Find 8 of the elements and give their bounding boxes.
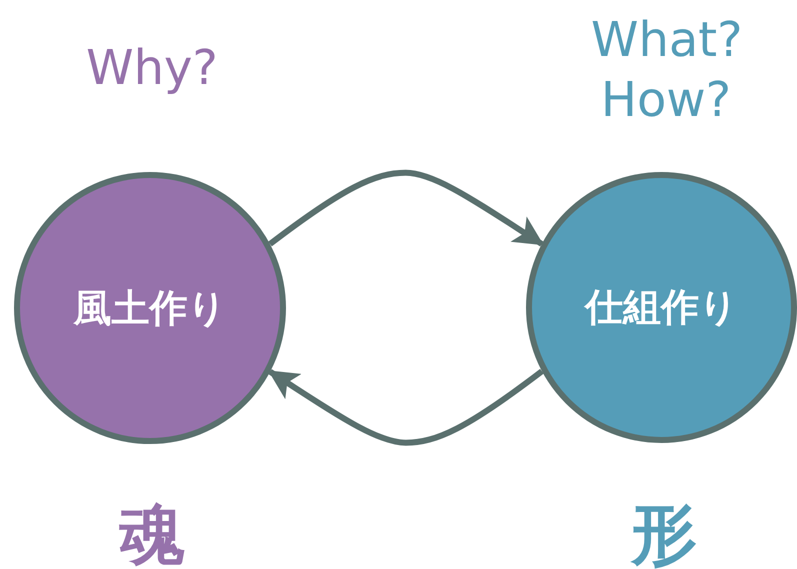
arrow	[268, 368, 544, 446]
node-label: 仕組作り	[585, 284, 738, 331]
question-text: Why?	[85, 39, 219, 98]
node-label: 風土作り	[74, 284, 226, 332]
arrow	[268, 170, 544, 247]
kanji-label: 魂	[118, 500, 186, 569]
question-text: What? How?	[591, 11, 741, 130]
kanji-label: 形	[630, 500, 698, 569]
